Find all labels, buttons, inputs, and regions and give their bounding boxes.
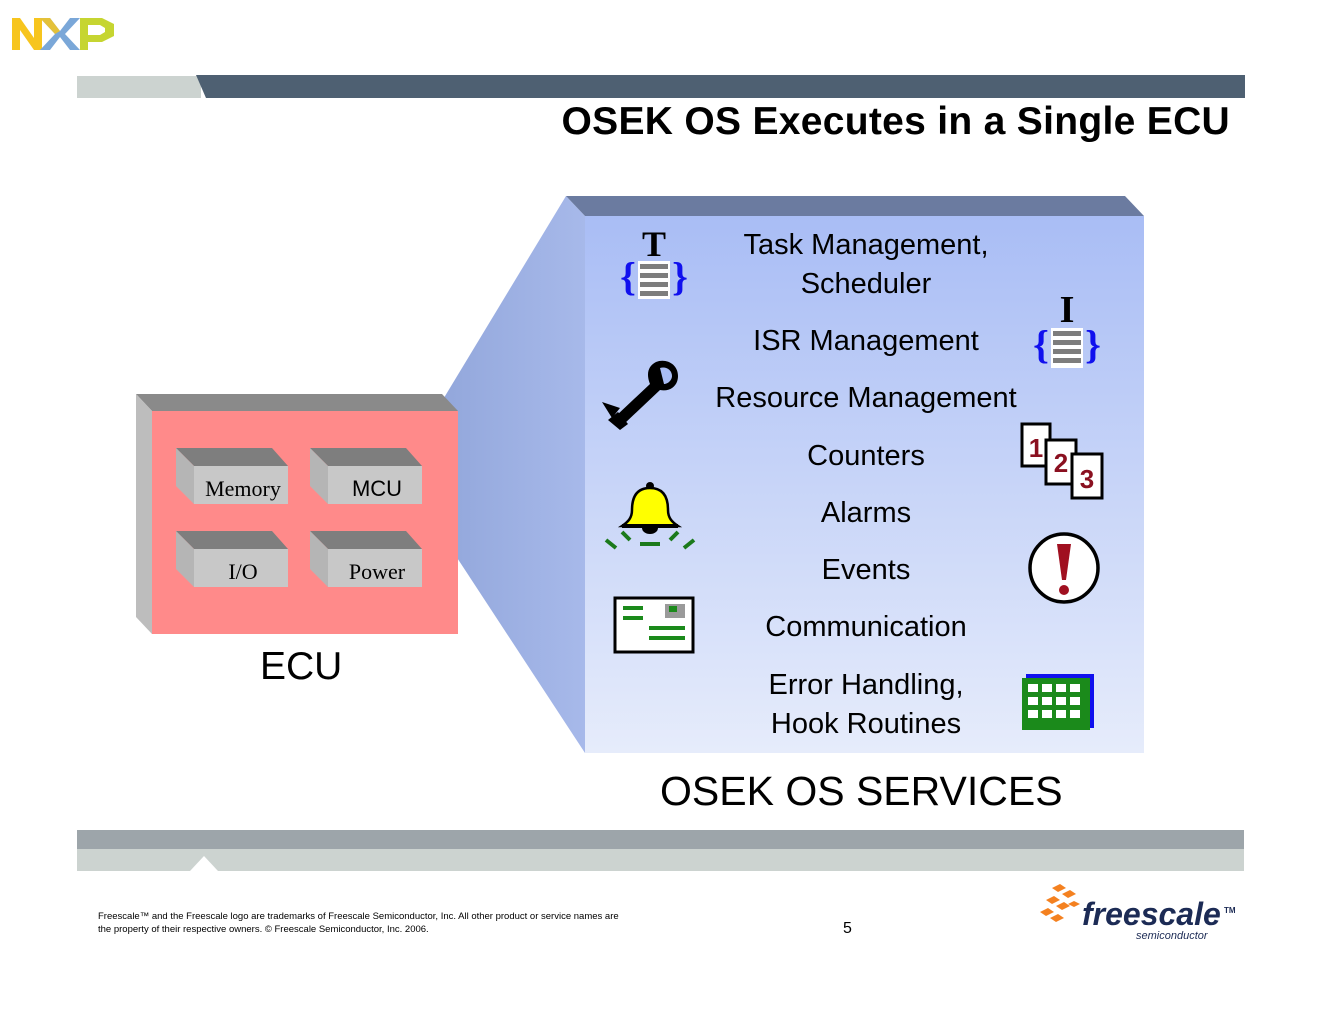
service-line: Scheduler [800,268,932,300]
task-icon: T { } [620,224,688,299]
footer-bar-top [77,830,1244,849]
isr-icon: I { } [1033,290,1101,368]
service-line: Events [821,554,911,586]
service-events: Events [706,551,1026,590]
resource-wrench-icon [602,360,678,430]
freescale-logo: freescale TM semiconductor [1040,884,1236,942]
counter-digit-2: 2 [1054,448,1068,478]
service-alarms: Alarms [706,494,1026,533]
event-exclamation-icon [1028,532,1100,604]
counters-123-icon: 1 2 3 [1020,422,1104,500]
service-error-handling: Error Handling, Hook Routines [706,666,1026,744]
ecu-chip-memory: Memory [176,448,288,504]
communication-card-icon [613,596,695,654]
error-grid-icon [1022,674,1094,730]
service-isr-management: ISR Management [706,322,1026,361]
services-label: OSEK OS SERVICES [660,768,1063,814]
counter-digit-3: 3 [1080,464,1094,494]
page-number: 5 [843,920,852,937]
service-line: Communication [765,611,967,643]
footer-bar-bottom [77,849,1244,871]
ecu-chip-label: I/O [228,559,258,584]
header-bar-notch [196,75,206,98]
svg-text:}: } [1085,322,1101,367]
freescale-subtitle: semiconductor [1136,930,1209,942]
svg-text:{: { [1033,322,1049,367]
footer-disclaimer: Freescale™ and the Freescale logo are tr… [98,910,668,936]
svg-text:{: { [620,254,636,299]
ecu-chip-power: Power [310,531,422,587]
ecu-chip-mcu: MCU [310,448,422,504]
ecu-chip-label: Memory [205,476,281,501]
footer-bar-notch [190,856,218,871]
ecu-box [136,394,458,634]
ecu-chip-label: MCU [351,476,403,501]
svg-text:}: } [672,254,688,299]
page-title: OSEK OS Executes in a Single ECU [561,100,1230,143]
task-letter: T [642,224,666,264]
header-bar-right [206,75,1245,98]
service-communication: Communication [706,608,1026,647]
service-line: Task Management, [743,229,989,261]
disclaimer-line: the property of their respective owners.… [98,924,429,935]
service-line: Counters [807,440,925,472]
isr-letter: I [1060,290,1075,331]
service-line: Resource Management [715,382,1017,414]
ecu-block: Memory MCU I/O Power [136,394,458,634]
service-task-management: Task Management, Scheduler [706,226,1026,304]
ecu-label: ECU [260,645,343,688]
service-line: ISR Management [753,325,979,357]
service-resource-management: Resource Management [706,379,1026,418]
service-line: Hook Routines [770,708,962,740]
ecu-chip-label: Power [348,559,406,584]
disclaimer-line: Freescale™ and the Freescale logo are tr… [98,911,619,922]
service-counters: Counters [706,437,1026,476]
ecu-chip-io: I/O [176,531,288,587]
service-line: Alarms [820,497,912,529]
freescale-tm: TM [1224,906,1236,915]
alarm-bell-icon [604,482,696,550]
freescale-wordmark: freescale [1082,896,1221,932]
nxp-logo [12,18,114,50]
counter-digit-1: 1 [1029,433,1043,463]
header-bar-left [77,76,201,98]
service-line: Error Handling, [768,669,964,701]
services-panel [410,196,1144,753]
